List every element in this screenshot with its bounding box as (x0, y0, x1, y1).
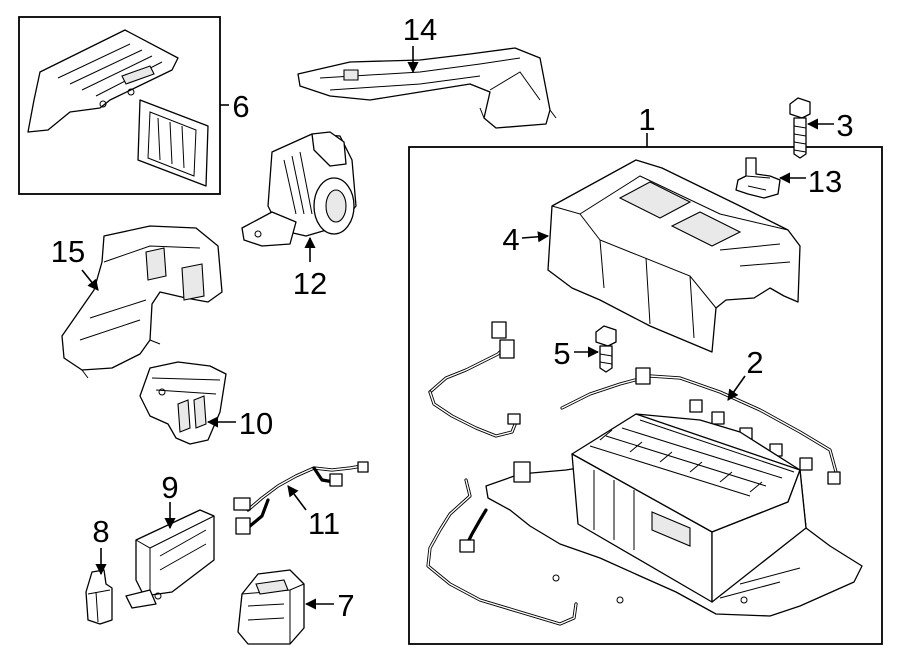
part-7-relay-box[interactable] (237, 569, 305, 645)
part-11-wiring-harness[interactable] (233, 461, 369, 535)
part-15-duct[interactable] (61, 225, 223, 379)
part-6-bracket-kit[interactable] (27, 29, 209, 187)
callout-1: 1 (638, 102, 655, 137)
callout-12: 12 (293, 266, 327, 301)
callout-7: 7 (337, 588, 354, 623)
part-3-bolt[interactable] (789, 97, 811, 159)
callout-9: 9 (161, 470, 178, 505)
callout-13: 13 (808, 164, 842, 199)
part-8-sensor[interactable] (85, 569, 113, 625)
callout-15: 15 (51, 234, 85, 269)
part-2-wiring-harness[interactable] (428, 321, 841, 485)
callout-3: 3 (836, 108, 853, 143)
callout-4: 4 (502, 222, 519, 257)
callout-11: 11 (308, 506, 340, 541)
part-5-bolt[interactable] (595, 325, 617, 373)
callout-5: 5 (553, 336, 570, 371)
part-4-battery-cover[interactable] (547, 159, 801, 353)
callout-8: 8 (92, 514, 109, 549)
battery-pack-tray[interactable] (426, 413, 863, 626)
part-10-bracket[interactable] (139, 361, 227, 445)
callout-6: 6 (232, 89, 249, 124)
callout-14: 14 (403, 12, 437, 47)
part-9-control-module[interactable] (125, 509, 215, 609)
callout-2: 2 (746, 345, 763, 380)
part-13-bracket[interactable] (735, 157, 781, 199)
part-14-air-duct[interactable] (297, 47, 557, 129)
assembly-frame-1 (408, 146, 883, 645)
callout-10: 10 (239, 406, 273, 441)
part-12-blower-fan[interactable] (241, 131, 357, 247)
